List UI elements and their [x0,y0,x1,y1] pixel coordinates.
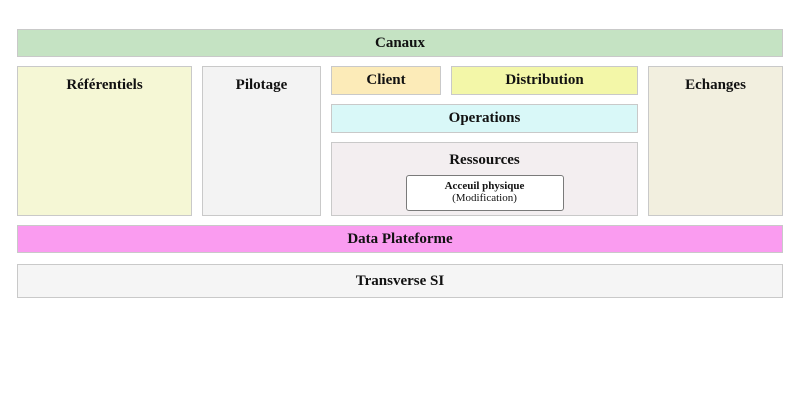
layer-echanges-label: Echanges [685,77,746,93]
center-column: Client Distribution Operations Ressource… [331,66,638,216]
layer-client[interactable]: Client [331,66,441,95]
layer-distribution[interactable]: Distribution [451,66,638,95]
center-top-row: Client Distribution [331,66,638,95]
layer-canaux[interactable]: Canaux [17,29,783,57]
layer-distribution-label: Distribution [505,72,584,89]
layer-ressources[interactable]: Ressources Acceuil physique (Modificatio… [331,142,638,216]
ressources-item-acceuil-physique[interactable]: Acceuil physique (Modification) [405,174,564,211]
architecture-diagram: Canaux Référentiels Pilotage Client Dist… [17,29,783,298]
layer-pilotage-label: Pilotage [235,77,288,93]
layer-transverse-si[interactable]: Transverse SI [17,264,783,298]
middle-region: Référentiels Pilotage Client Distributio… [17,66,783,216]
layer-data-plateforme[interactable]: Data Plateforme [17,225,783,253]
layer-client-label: Client [366,72,406,89]
layer-echanges[interactable]: Echanges [648,66,783,216]
layer-transverse-si-label: Transverse SI [355,272,445,289]
layer-canaux-label: Canaux [374,34,426,51]
layer-operations-label: Operations [448,110,521,127]
ressources-item-subtitle: (Modification) [452,192,517,205]
ressources-item-title: Acceuil physique [444,179,525,192]
layer-data-plateforme-label: Data Plateforme [347,230,453,247]
layer-operations[interactable]: Operations [331,104,638,133]
layer-pilotage[interactable]: Pilotage [202,66,321,216]
layer-referentiels[interactable]: Référentiels [17,66,192,216]
ressources-items: Acceuil physique (Modification) [332,174,637,211]
layer-referentiels-label: Référentiels [66,77,143,93]
layer-ressources-label: Ressources [449,152,520,168]
